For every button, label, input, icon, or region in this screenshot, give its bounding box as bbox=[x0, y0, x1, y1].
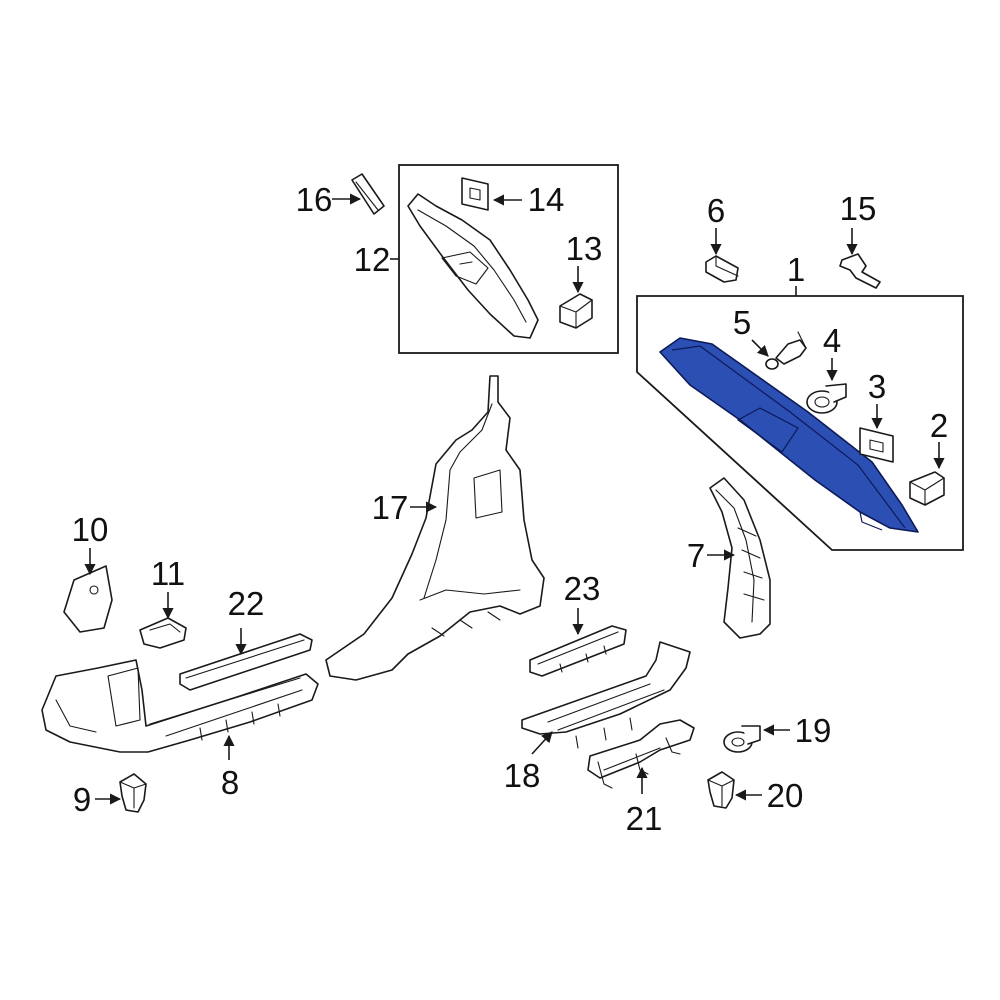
callout-2: 2 bbox=[930, 407, 948, 444]
group-box-1 bbox=[636, 295, 964, 551]
callout-6: 6 bbox=[707, 192, 725, 229]
part-3-pad[interactable] bbox=[859, 427, 894, 463]
part-23-strip[interactable] bbox=[529, 625, 627, 677]
part-2-clip[interactable] bbox=[909, 471, 945, 506]
callout-19: 19 bbox=[795, 712, 832, 749]
callout-1: 1 bbox=[787, 251, 805, 288]
callout-13: 13 bbox=[566, 230, 603, 267]
part-9-clip[interactable] bbox=[119, 773, 147, 813]
part-22-strip[interactable] bbox=[179, 633, 313, 691]
callout-18: 18 bbox=[504, 757, 541, 794]
callout-22: 22 bbox=[228, 585, 265, 622]
part-5-push-pin[interactable] bbox=[765, 331, 807, 370]
leader-lines bbox=[84, 193, 945, 805]
callout-5: 5 bbox=[733, 304, 751, 341]
part-8-scuff-plate[interactable] bbox=[41, 659, 319, 753]
callout-4: 4 bbox=[823, 322, 841, 359]
part-14-pad[interactable] bbox=[461, 177, 489, 211]
callout-14: 14 bbox=[528, 181, 565, 218]
callout-8: 8 bbox=[221, 764, 239, 801]
part-15-wire-clip[interactable] bbox=[839, 253, 881, 289]
part-1-pillar-trim[interactable] bbox=[659, 337, 919, 533]
callout-16: 16 bbox=[296, 181, 333, 218]
callout-3: 3 bbox=[868, 368, 886, 405]
part-4-grommet[interactable] bbox=[806, 383, 847, 414]
callout-10: 10 bbox=[72, 511, 109, 548]
part-13-clip[interactable] bbox=[559, 293, 593, 329]
callout-12: 12 bbox=[354, 241, 391, 278]
callout-17: 17 bbox=[372, 489, 409, 526]
part-20-clip[interactable] bbox=[707, 771, 735, 809]
part-7-pillar-finisher[interactable] bbox=[709, 477, 771, 639]
callout-20: 20 bbox=[767, 777, 804, 814]
part-18-rear-scuff-plate[interactable] bbox=[521, 641, 691, 749]
callout-23: 23 bbox=[564, 570, 601, 607]
callout-15: 15 bbox=[840, 190, 877, 227]
callout-labels: 1 2 3 4 5 6 7 8 9 10 11 12 13 14 15 16 1… bbox=[72, 181, 949, 837]
part-19-grommet[interactable] bbox=[723, 725, 761, 753]
callout-7: 7 bbox=[687, 537, 705, 574]
part-12-upper-trim[interactable] bbox=[407, 193, 539, 339]
part-11-clip[interactable] bbox=[139, 617, 187, 649]
part-10-patch[interactable] bbox=[63, 565, 113, 633]
part-21-bracket[interactable] bbox=[587, 719, 695, 789]
callout-21: 21 bbox=[626, 800, 663, 837]
callout-11: 11 bbox=[151, 555, 185, 592]
part-17-pillar-lower-trim[interactable] bbox=[325, 375, 545, 681]
part-16-strip[interactable] bbox=[351, 173, 385, 215]
part-6-clip[interactable] bbox=[705, 255, 739, 283]
callout-9: 9 bbox=[73, 781, 91, 818]
